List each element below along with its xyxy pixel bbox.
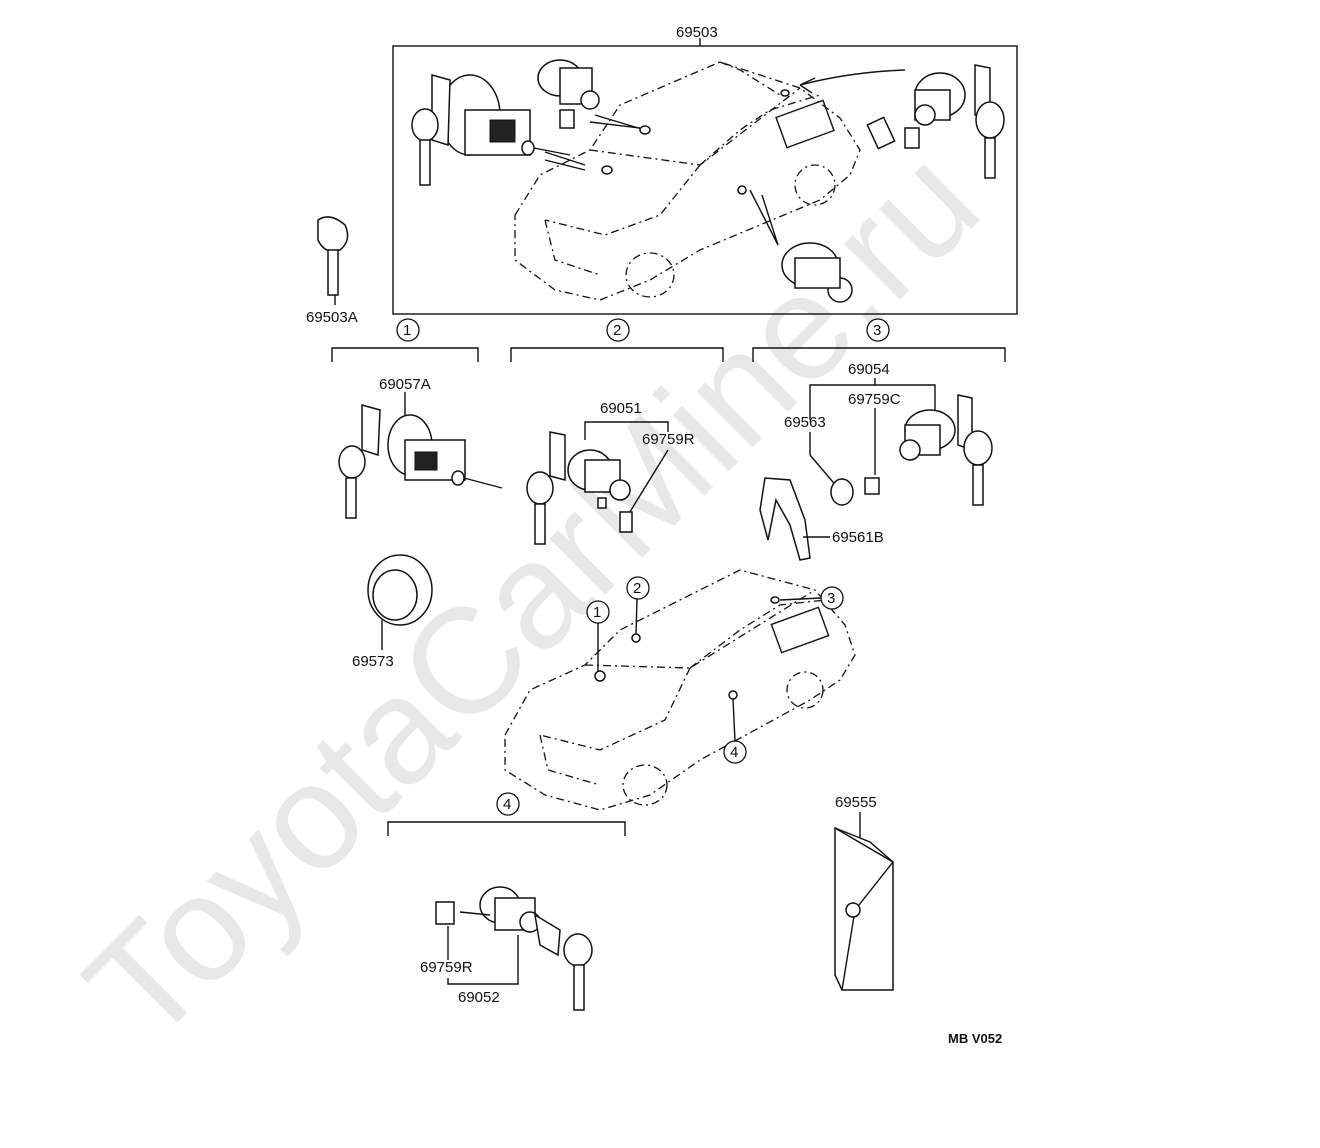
car-markers: 1 2 3 4 [586,576,844,764]
marker-3: 3 [827,590,835,607]
label-69759C: 69759C [848,391,901,408]
group-1-num: 1 [403,322,411,339]
group-2: 2 [510,318,724,362]
label-69503A: 69503A [306,309,358,326]
ignition-set-top [411,74,571,186]
set-box: 69503 [392,24,1018,315]
door-cyl-top [537,59,600,129]
marker-2: 2 [633,580,641,597]
label-69563: 69563 [784,414,826,431]
label-69759R-rear: 69759R [420,959,473,976]
marker-4: 4 [730,744,738,761]
group-3-num: 3 [873,322,881,339]
key-69503A: 69503A [306,216,358,326]
hatch-bracket: 69561B [759,477,884,561]
label-69057A: 69057A [379,376,431,393]
rear-cyl-top [781,242,853,303]
group-1: 1 [331,318,479,362]
diagram-code: MB V052 [948,1031,1002,1046]
car-middle [504,569,856,811]
label-69555: 69555 [835,794,877,811]
marker-1: 1 [593,604,601,621]
label-69759R-door: 69759R [642,431,695,448]
key-plate: 69555 [834,794,894,991]
hatch-cyl-top [866,64,1005,179]
ignition-cylinder: 69057A [338,376,503,519]
group-4-num: 4 [503,796,511,813]
label-69503: 69503 [676,24,718,41]
group-4: 4 [387,792,626,836]
label-69052: 69052 [458,989,500,1006]
ignition-ring: 69573 [352,554,433,670]
label-69573: 69573 [352,653,394,670]
group-2-num: 2 [613,322,621,339]
rear-door-set: 69759R 69052 [420,886,593,1011]
group-3: 3 [752,318,1006,362]
hatch-cylinder-set: 69054 69759C 69563 [784,361,993,506]
door-cylinder-set: 69051 69759R [526,400,695,545]
label-69561B: 69561B [832,529,884,546]
label-69054: 69054 [848,361,890,378]
car-top [514,61,906,301]
label-69051: 69051 [600,400,642,417]
